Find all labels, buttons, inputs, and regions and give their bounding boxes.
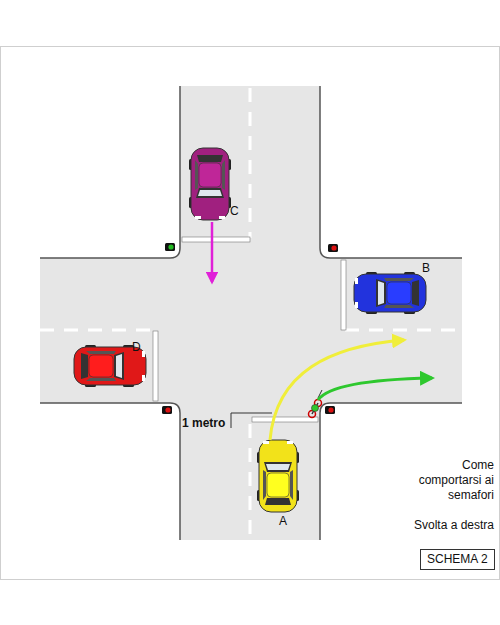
cars [74, 148, 426, 512]
box-text: SCHEMA 2 [427, 552, 488, 567]
path-arrow [318, 378, 432, 400]
label-text: Come comportarsi ai semafori [419, 458, 494, 502]
lane-dashes [40, 88, 462, 540]
road-edges [40, 86, 462, 540]
vehicle-letter: B [422, 261, 436, 276]
frame [1, 47, 500, 580]
traffic-lights [162, 243, 338, 414]
path-arrow [211, 222, 214, 282]
note-text: Svolta a destra [394, 518, 494, 533]
car [189, 148, 231, 220]
bicycle [309, 390, 323, 418]
schema-box: SCHEMA 2 [420, 549, 495, 570]
distance-bracket [231, 413, 272, 428]
label-text: B [422, 261, 430, 275]
label-text: 1 metro [182, 416, 225, 430]
note-text: Come comportarsi ai semafori [412, 458, 494, 503]
car [354, 272, 426, 314]
vehicle-letter: A [279, 514, 293, 529]
vehicle-letter: D [132, 340, 146, 355]
label-text: D [132, 340, 141, 354]
road [40, 86, 462, 540]
stop-lines [153, 237, 346, 422]
dimension-label: 1 metro [182, 416, 228, 431]
label-text: A [279, 514, 287, 528]
label-text: C [230, 204, 239, 218]
car [257, 440, 299, 512]
label-text: Svolta a destra [414, 518, 494, 532]
vehicle-letter: C [230, 204, 244, 219]
